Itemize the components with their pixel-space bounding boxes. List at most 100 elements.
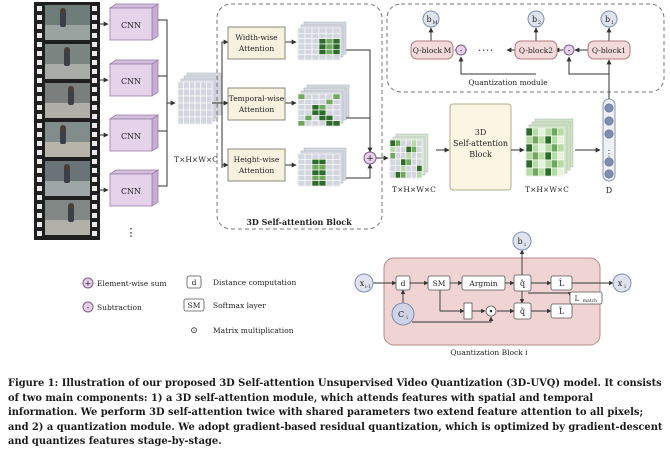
cnn-merge-lines	[158, 19, 176, 187]
legend-softmax: Softmax layer	[213, 301, 266, 310]
legend-sub: Subtraction	[97, 303, 142, 312]
film-sprocket	[37, 96, 42, 101]
element-wise-sum-node: +	[363, 151, 377, 165]
film-sprocket	[37, 177, 42, 182]
svg-text:2: 2	[538, 20, 541, 26]
svg-text:Q-block2: Q-block2	[519, 46, 553, 55]
film-sprocket	[37, 6, 42, 11]
figure-caption: Figure 1: Illustration of our proposed 3…	[8, 378, 663, 448]
svg-text:Width-wise: Width-wise	[235, 33, 278, 42]
film-sprocket	[37, 33, 42, 38]
vector-element	[604, 157, 614, 167]
svg-text:Temporal-wise: Temporal-wise	[229, 94, 285, 103]
film-sprocket	[37, 159, 42, 164]
output-code-b1: b 1	[600, 10, 618, 28]
film-sprocket	[37, 42, 42, 47]
film-sprocket	[92, 114, 97, 119]
quantization-block-frame	[383, 257, 601, 346]
quantization-module-frame	[386, 3, 665, 93]
svg-text:Attention: Attention	[238, 44, 275, 53]
svg-text:Block: Block	[469, 150, 492, 159]
legend-sum: Element-wise sum	[97, 279, 167, 288]
weight-bar	[463, 302, 473, 320]
input-tensor-dims: T×H×W×C	[174, 155, 218, 164]
film-sprocket	[92, 87, 97, 92]
film-sprocket	[37, 222, 42, 227]
x-input-node: x i-1	[354, 273, 374, 293]
svg-text:1: 1	[611, 20, 614, 26]
film-sprocket	[37, 132, 42, 137]
quantization-block-title: Quantization Block i	[450, 348, 528, 357]
vector-element	[604, 103, 614, 113]
svg-text:d: d	[192, 278, 197, 287]
film-sprocket	[37, 186, 42, 191]
svg-text:Self-attention: Self-attention	[453, 139, 508, 148]
svg-text:q̂: q̂	[520, 279, 525, 288]
qblock-1: Q-block1	[587, 40, 631, 60]
video-film-strip	[34, 2, 100, 240]
b-output-node: b i	[512, 231, 532, 251]
film-sprocket	[92, 24, 97, 29]
video-frame	[45, 122, 90, 157]
film-sprocket	[92, 168, 97, 173]
q-hat-box: q̂	[513, 274, 532, 292]
svg-text:CNN: CNN	[121, 77, 141, 86]
l-tilde-box: L̃	[550, 303, 573, 319]
film-sprocket	[37, 123, 42, 128]
film-sprocket	[37, 87, 42, 92]
film-sprocket	[37, 114, 42, 119]
svg-text:i: i	[406, 315, 408, 321]
film-sprocket	[37, 204, 42, 209]
svg-text:3D: 3D	[475, 128, 487, 137]
svg-text:-: -	[460, 46, 463, 55]
cnn-block: CNN	[100, 114, 160, 152]
video-frame	[45, 161, 90, 196]
film-sprocket	[92, 159, 97, 164]
cnn-block: CNN	[100, 59, 160, 97]
film-sprocket	[92, 105, 97, 110]
film-sprocket	[92, 33, 97, 38]
qmodule-ellipsis: ••••	[478, 48, 494, 54]
svg-text:⋮: ⋮	[605, 149, 613, 158]
cnn-more-dots: ⋮	[126, 226, 137, 239]
svg-text:L̂: L̂	[558, 279, 564, 288]
width-attention-box: Width-wise Attention	[227, 26, 286, 60]
svg-text:C: C	[398, 310, 404, 319]
selfattn-3d-block: 3D Self-attention Block	[449, 103, 512, 191]
film-sprocket	[92, 15, 97, 20]
legend: + Element-wise sum - Subtraction d Dista…	[82, 275, 296, 336]
film-sprocket	[92, 195, 97, 200]
svg-text:b: b	[517, 237, 522, 246]
qmodule-sub-node-2: -	[455, 44, 467, 56]
svg-text:Argmin: Argmin	[468, 279, 497, 288]
film-sprocket	[37, 51, 42, 56]
svg-text:-: -	[87, 303, 90, 312]
quantization-module-title: Quantization module	[468, 78, 548, 87]
svg-text:Q-block1: Q-block1	[592, 46, 626, 55]
cnn-block: CNN	[100, 169, 160, 207]
video-frame	[45, 200, 90, 235]
film-sprocket	[92, 69, 97, 74]
self-attention-block-title: 3D Self-attention Block	[246, 217, 352, 227]
svg-text:i: i	[624, 284, 626, 290]
svg-text:Attention: Attention	[238, 105, 275, 114]
svg-text:+: +	[85, 279, 92, 288]
film-sprocket	[92, 6, 97, 11]
l-hat-box: L̂	[550, 275, 573, 291]
cnn-block: CNN	[100, 3, 160, 41]
width-attention-map	[297, 21, 347, 61]
film-sprocket	[92, 60, 97, 65]
qmodule-sub-node-1: -	[563, 44, 575, 56]
film-sprocket	[37, 105, 42, 110]
svg-text:⊙: ⊙	[190, 326, 198, 336]
video-frame	[45, 83, 90, 118]
film-sprocket	[37, 69, 42, 74]
svg-text:b: b	[605, 15, 610, 24]
film-sprocket	[92, 51, 97, 56]
film-sprocket	[37, 78, 42, 83]
film-sprocket	[92, 96, 97, 101]
film-sprocket	[92, 123, 97, 128]
svg-text:x: x	[360, 279, 365, 288]
temporal-attention-map	[297, 84, 350, 127]
svg-text:d: d	[401, 279, 406, 288]
